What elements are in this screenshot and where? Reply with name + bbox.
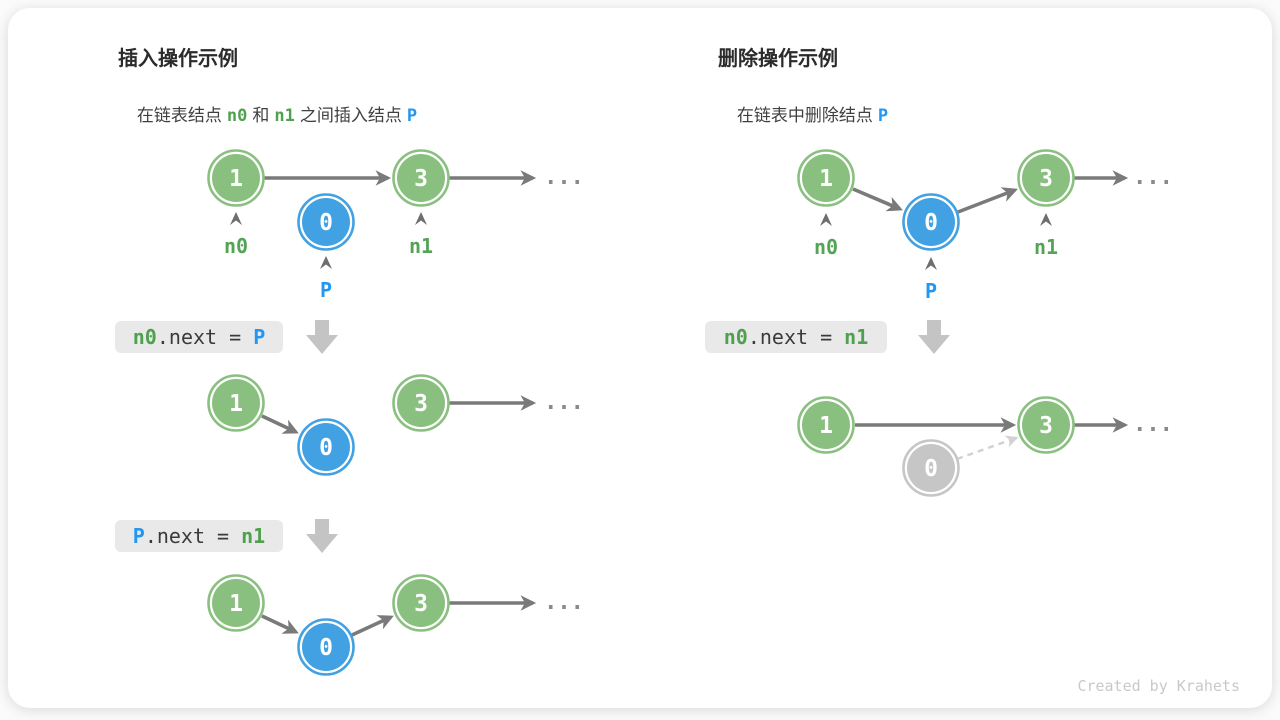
insert-panel-title: 插入操作示例: [118, 48, 238, 70]
subtitle-token-n0: n0: [226, 106, 248, 126]
subtitle-token-n1: n1: [274, 106, 295, 126]
code-token-lhs: P: [132, 524, 145, 548]
code-token-rhs: n1: [844, 325, 869, 349]
code-label-insert-step1: n0.next = P: [115, 321, 283, 353]
subtitle-text: 和: [252, 106, 270, 125]
delete-panel-title: 删除操作示例: [718, 48, 838, 70]
code-label-insert-step2: P.next = n1: [115, 520, 283, 552]
subtitle-text: 在链表结点: [136, 106, 222, 125]
code-token-op: .next =: [747, 325, 845, 349]
subtitle-text: 在链表中删除结点: [736, 106, 873, 125]
code-token-lhs: n0: [723, 325, 748, 349]
watermark-credit: Created by Krahets: [1077, 677, 1240, 695]
subtitle-token-p: P: [877, 106, 889, 126]
subtitle-text: 之间插入结点: [299, 106, 402, 125]
code-label-delete-step1: n0.next = n1: [705, 321, 887, 353]
code-token-rhs: P: [253, 325, 266, 349]
code-token-op: .next =: [156, 325, 254, 349]
code-token-op: .next =: [144, 524, 242, 548]
code-token-rhs: n1: [241, 524, 266, 548]
code-token-lhs: n0: [132, 325, 157, 349]
subtitle-token-p: P: [406, 106, 418, 126]
